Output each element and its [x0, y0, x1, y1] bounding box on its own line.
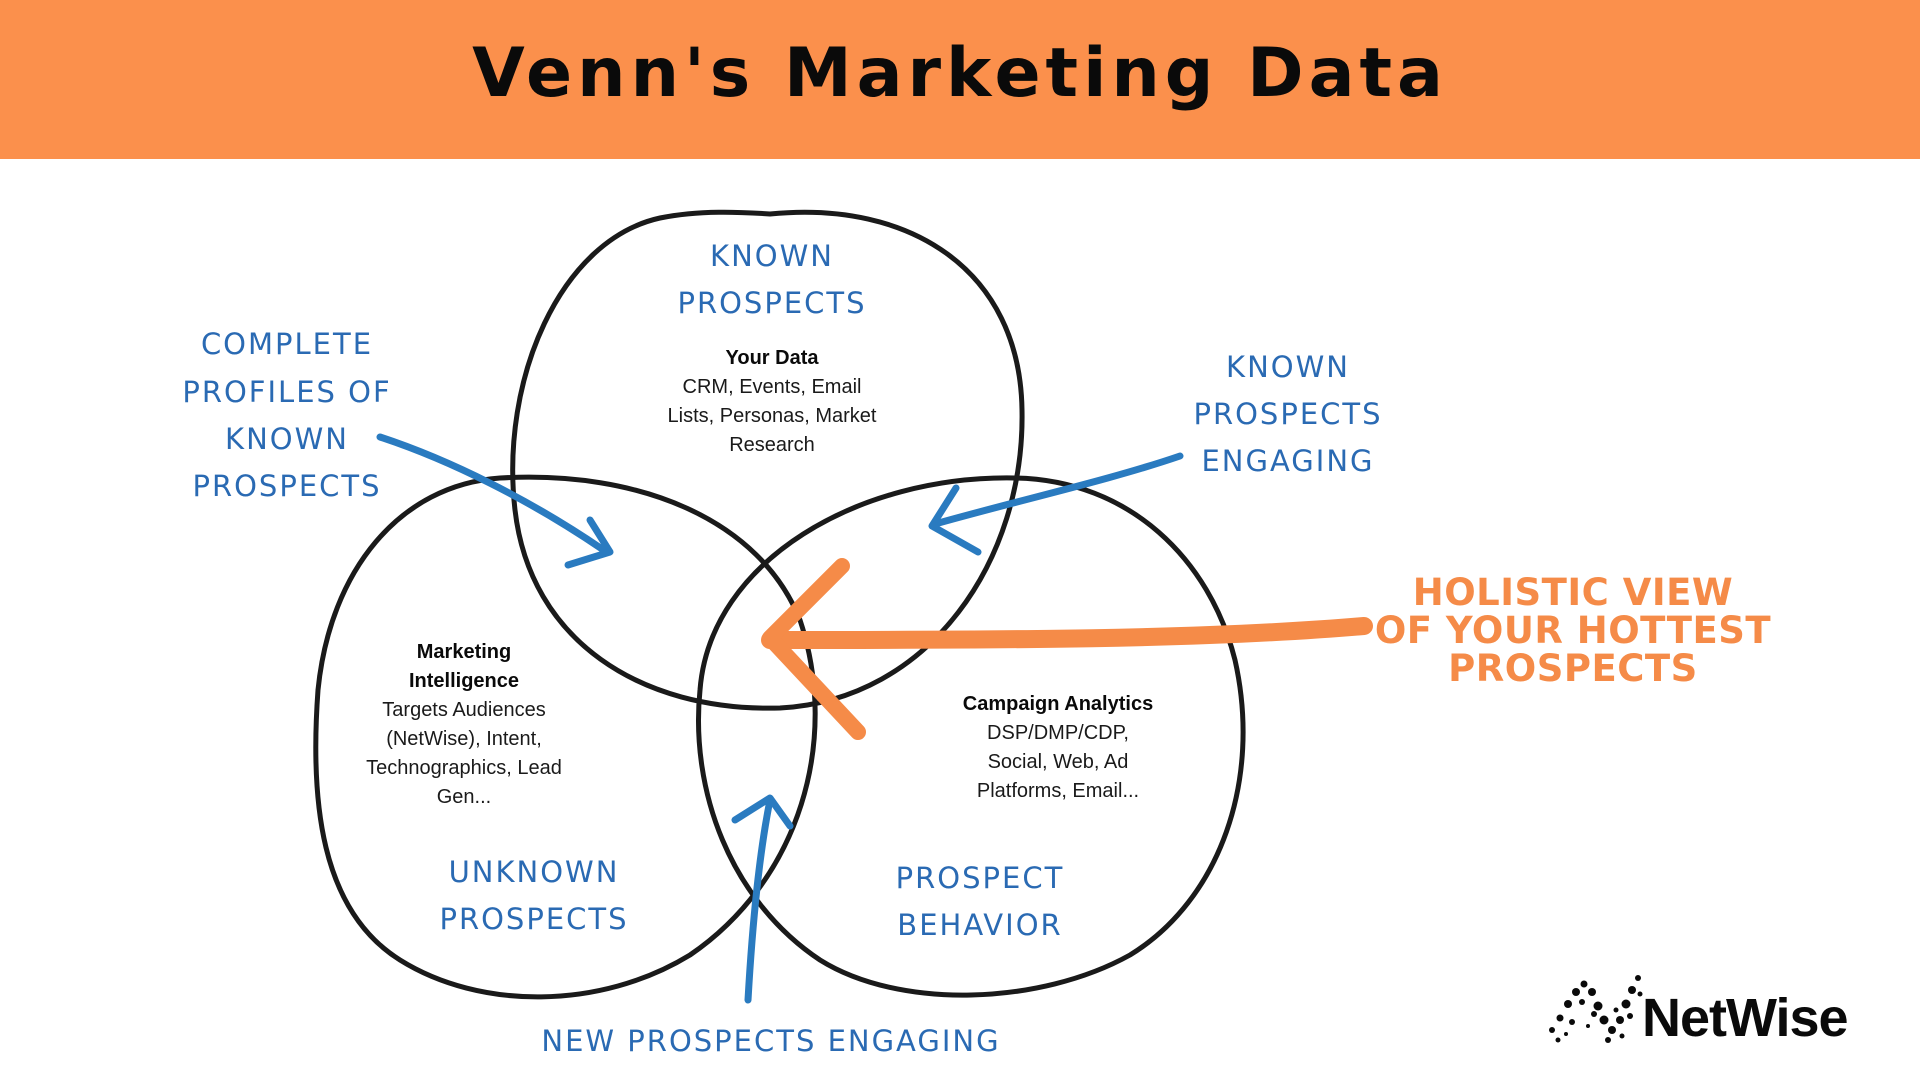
top-line-1: CRM, Events, Email: [683, 376, 862, 398]
header-bar: Venn's Marketing Data: [0, 0, 1920, 159]
right-line-3: Platforms, Email...: [977, 780, 1139, 802]
arrow-complete-profiles: [376, 433, 614, 569]
arrow-holistic: [761, 558, 1373, 740]
circle-left: [313, 474, 818, 1000]
left-line-4: Gen...: [437, 786, 491, 808]
circle-top: [510, 209, 1025, 711]
page-title: Venn's Marketing Data: [472, 34, 1448, 113]
right-heading-line2: BEHAVIOR: [897, 908, 1062, 942]
top-line-3: Research: [729, 434, 815, 456]
top-bold-title: Your Data: [726, 347, 820, 369]
right-line-2: Social, Web, Ad: [988, 751, 1129, 773]
callout-known-engaging-line3: ENGAGING: [1201, 444, 1374, 478]
callout-complete-line1: COMPLETE: [201, 327, 373, 361]
right-bold-title: Campaign Analytics: [963, 693, 1153, 715]
arrow-known-engaging: [928, 452, 1184, 556]
left-line-1: Targets Audiences: [382, 699, 545, 721]
right-heading-line1: PROSPECT: [896, 861, 1065, 895]
left-line-2: (NetWise), Intent,: [386, 728, 542, 750]
top-line-2: Lists, Personas, Market: [668, 405, 877, 427]
callout-known-engaging-line1: KNOWN: [1226, 350, 1350, 384]
callout-holistic-line2: OF YOUR HOTTEST: [1375, 609, 1772, 652]
callout-known-engaging-line2: PROSPECTS: [1193, 397, 1382, 431]
right-line-1: DSP/DMP/CDP,: [987, 722, 1129, 744]
left-line-3: Technographics, Lead: [366, 757, 562, 779]
callout-holistic-line1: HOLISTIC VIEW: [1413, 571, 1733, 614]
callout-complete-line3: KNOWN: [225, 422, 349, 456]
netwise-logo-text: NetWise: [1642, 988, 1848, 1048]
netwise-dotted-wave-icon: [1549, 975, 1643, 1043]
callout-complete-line2: PROFILES OF: [182, 375, 391, 409]
netwise-logo: NetWise: [1549, 975, 1849, 1048]
arrow-new-engaging: [731, 794, 794, 1004]
callout-holistic-line3: PROSPECTS: [1448, 647, 1698, 690]
callout-complete-line4: PROSPECTS: [192, 469, 381, 503]
left-heading-line2: PROSPECTS: [439, 902, 628, 936]
callout-new-engaging: NEW PROSPECTS ENGAGING: [541, 1024, 1000, 1058]
left-bold-title-2: Intelligence: [409, 670, 519, 692]
left-bold-title-1: Marketing: [417, 641, 511, 663]
top-heading-line1: KNOWN: [710, 239, 834, 273]
top-heading-line2: PROSPECTS: [677, 286, 866, 320]
left-heading-line1: UNKNOWN: [449, 855, 620, 889]
